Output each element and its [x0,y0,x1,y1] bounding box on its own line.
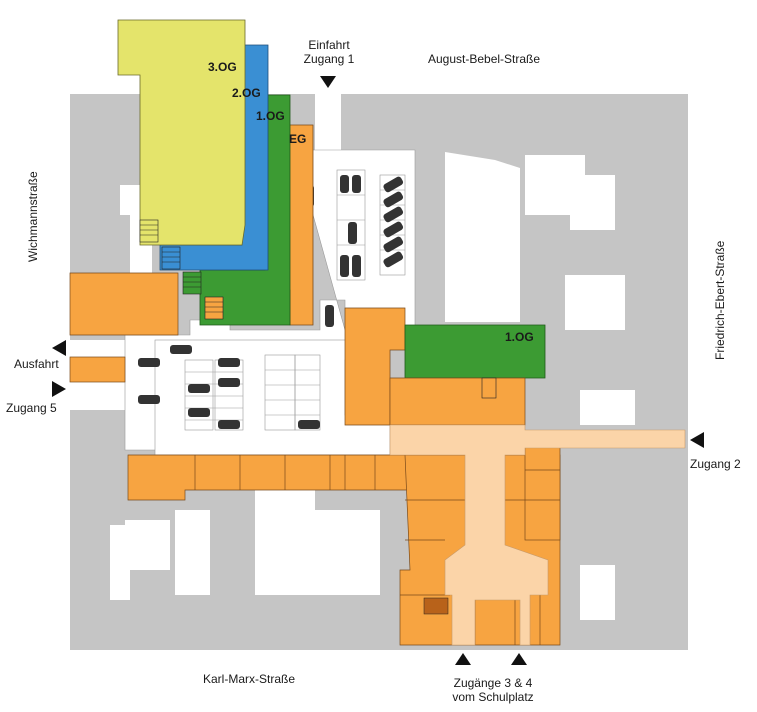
floor-3og-label: 3.OG [208,60,237,74]
arrow-einfahrt[interactable] [320,76,336,88]
einfahrt-label: Einfahrt Zugang 1 [292,38,366,66]
zugang34-line2: vom Schulplatz [452,690,534,704]
shop-under-1og [389,377,526,426]
floor-1og-center [404,324,546,379]
stairs-south [423,597,449,615]
ausfahrt-label: Ausfahrt [14,357,59,371]
floor-3og [117,19,246,246]
shop-west [69,272,179,336]
courtyards [70,94,635,620]
einfahrt-line1: Einfahrt [308,38,350,52]
street-west-label: Wichmannstraße [26,171,40,262]
street-north-label: August-Bebel-Straße [428,52,541,66]
mall-passage [389,424,686,646]
zugang2-label: Zugang 2 [690,457,741,471]
floor-eg-label: EG [289,132,307,146]
arrow-zugang5[interactable] [52,381,66,397]
arrow-ausfahrt[interactable] [52,340,66,356]
parking-house-floors [117,19,314,326]
einfahrt-line2: Zugang 1 [303,52,355,66]
zugang34-line1: Zugänge 3 & 4 [453,676,533,690]
street-south-label: Karl-Marx-Straße [203,672,296,686]
shop-east-block [524,444,561,541]
floor-1og-label: 1.OG [256,109,285,123]
stairs-center [481,377,497,399]
floor-1og-center-label: 1.OG [505,330,534,344]
floor-2og-label: 2.OG [232,86,261,100]
stairwells [139,219,224,320]
parking-area [124,149,416,456]
arrow-zugang2[interactable] [690,432,704,448]
zugang34-label: Zugänge 3 & 4 vom Schulplatz [428,676,558,704]
arrow-zugang3[interactable] [455,653,471,665]
arrow-zugang4[interactable] [511,653,527,665]
shop-west-small [69,356,126,383]
zugang5-label: Zugang 5 [6,401,57,415]
street-east-label: Friedrich-Ebert-Straße [713,240,727,360]
